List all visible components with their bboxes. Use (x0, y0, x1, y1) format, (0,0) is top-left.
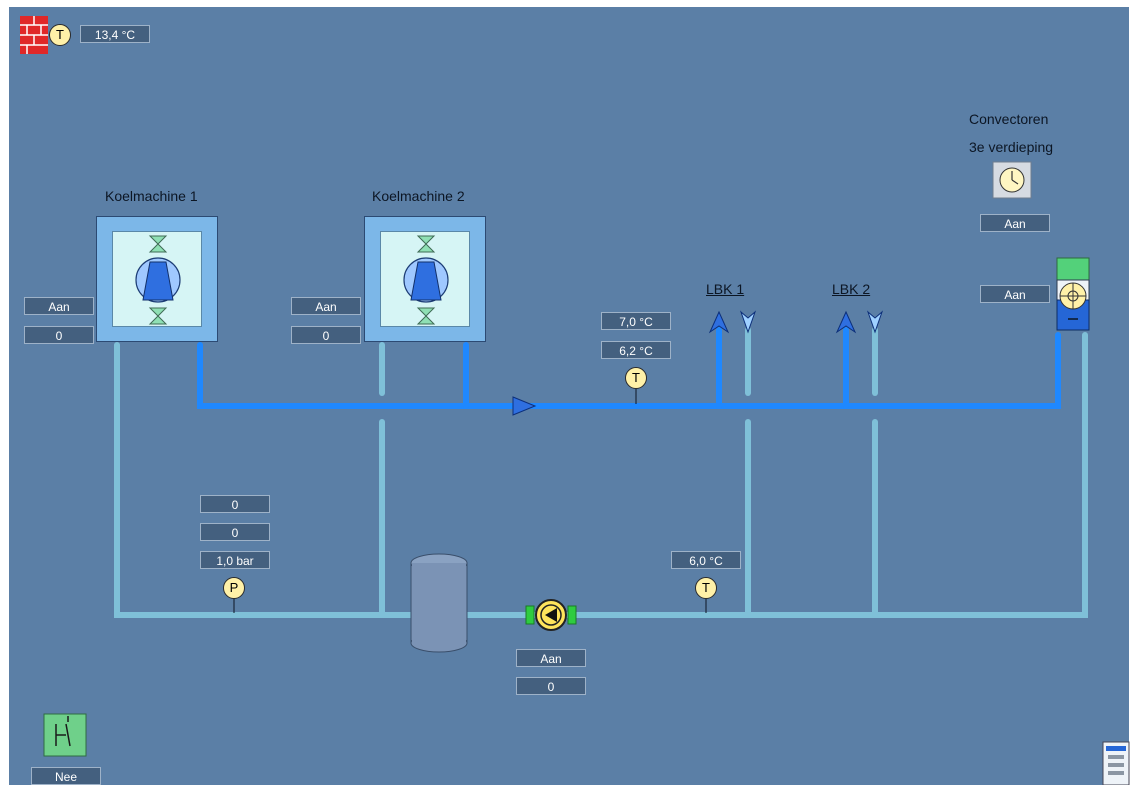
convectors-subtitle: 3e verdieping (969, 139, 1054, 155)
lbk-1-link[interactable]: LBK 1 (706, 281, 745, 297)
convectors-schedule-status[interactable]: Aan (980, 214, 1050, 232)
controller-module-icon (1102, 741, 1130, 785)
supply-temperature-2[interactable]: 6,2 °C (601, 341, 671, 359)
lbk-1-return-arrow-icon (739, 310, 757, 334)
lbk-2-supply-arrow-icon (835, 310, 857, 334)
schedule-clock-icon[interactable] (992, 161, 1032, 199)
pump-value[interactable]: 0 (516, 677, 586, 695)
pressure-value-1[interactable]: 0 (200, 495, 270, 513)
switch-status[interactable]: Nee (31, 767, 101, 785)
switch-icon[interactable] (43, 713, 87, 757)
buffer-tank (410, 553, 468, 653)
lbk-1-supply-arrow-icon (708, 310, 730, 334)
supply-pipe-main (197, 332, 1061, 409)
chiller-2-unit[interactable] (364, 216, 486, 342)
compressor-icon (403, 235, 449, 325)
chiller-2-value[interactable]: 0 (291, 326, 361, 344)
circulation-pump-icon[interactable] (525, 599, 577, 631)
chiller-1-title: Koelmachine 1 (105, 188, 198, 204)
supply-temperature-1[interactable]: 7,0 °C (601, 312, 671, 330)
outdoor-temperature-value[interactable]: 13,4 °C (80, 25, 150, 43)
lbk-2-link[interactable]: LBK 2 (832, 281, 871, 297)
outdoor-brick-wall-icon (20, 16, 48, 54)
outdoor-temperature-sensor-icon[interactable]: T (49, 24, 71, 46)
lbk-2-return-arrow-icon (866, 310, 884, 334)
chiller-2-title: Koelmachine 2 (372, 188, 465, 204)
chiller-1-value[interactable]: 0 (24, 326, 94, 344)
pressure-value-2[interactable]: 0 (200, 523, 270, 541)
chiller-2-status[interactable]: Aan (291, 297, 361, 315)
convector-fan-unit-icon[interactable] (1056, 257, 1090, 331)
chiller-1-unit[interactable] (96, 216, 218, 342)
flow-direction-arrow-icon (512, 396, 537, 416)
chiller-1-status[interactable]: Aan (24, 297, 94, 315)
compressor-icon (135, 235, 181, 325)
return-temperature-sensor-icon[interactable]: T (695, 577, 717, 599)
return-pipe-main (114, 332, 1088, 618)
pressure-sensor-icon[interactable]: P (223, 577, 245, 599)
convectors-fan-status[interactable]: Aan (980, 285, 1050, 303)
convectors-title: Convectoren (969, 111, 1049, 127)
pump-status[interactable]: Aan (516, 649, 586, 667)
return-temperature-value[interactable]: 6,0 °C (671, 551, 741, 569)
pressure-reading[interactable]: 1,0 bar (200, 551, 270, 569)
supply-temperature-sensor-icon[interactable]: T (625, 367, 647, 389)
